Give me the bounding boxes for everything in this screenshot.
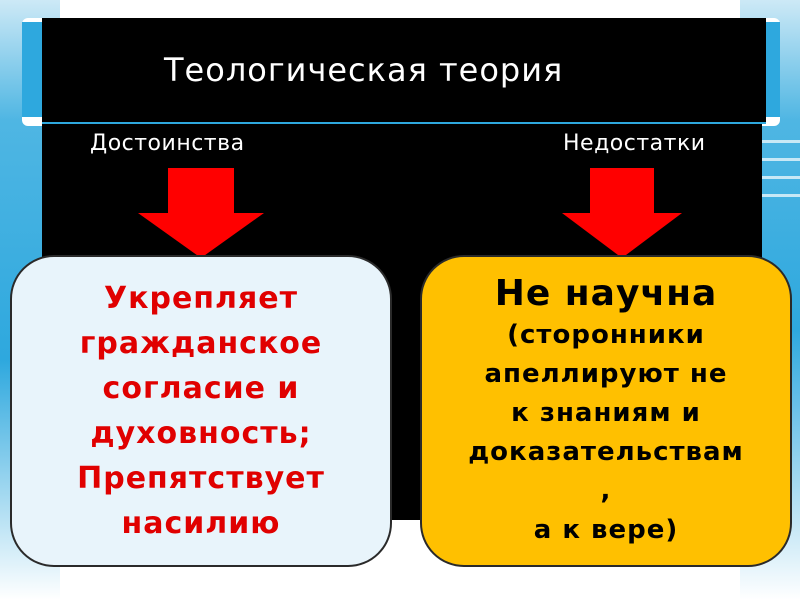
disadvantage-heading: Не научна bbox=[494, 273, 718, 314]
disadvantage-line: доказательствам bbox=[468, 437, 744, 467]
disadvantage-line: апеллируют не bbox=[484, 359, 728, 389]
title-panel: Теологическая теория bbox=[42, 18, 766, 122]
advantage-line: Укрепляет bbox=[103, 281, 298, 316]
slide-title: Теологическая теория bbox=[164, 51, 564, 89]
advantage-line: духовность; bbox=[90, 416, 312, 451]
down-arrow-left-icon bbox=[138, 168, 264, 258]
advantage-line: гражданское bbox=[79, 326, 323, 361]
disadvantage-line: (сторонники bbox=[507, 320, 705, 350]
disadvantage-line: , bbox=[600, 476, 612, 506]
advantages-label: Достоинства bbox=[90, 131, 245, 156]
disadvantage-line: к знаниям и bbox=[511, 398, 701, 428]
disadvantages-box: Не научна (сторонники апеллируют не к зн… bbox=[420, 255, 792, 567]
down-arrow-right-icon bbox=[562, 168, 682, 258]
advantages-box: Укрепляет гражданское согласие и духовно… bbox=[10, 255, 392, 567]
advantage-line: Препятствует bbox=[77, 461, 325, 496]
title-band-accent-right bbox=[762, 22, 780, 117]
title-band-accent-left bbox=[22, 22, 42, 117]
disadvantages-label: Недостатки bbox=[563, 131, 706, 156]
title-divider bbox=[42, 122, 766, 124]
advantage-line: согласие и bbox=[102, 371, 300, 406]
disadvantage-line: а к вере) bbox=[533, 515, 679, 545]
advantage-line: насилию bbox=[121, 506, 281, 541]
